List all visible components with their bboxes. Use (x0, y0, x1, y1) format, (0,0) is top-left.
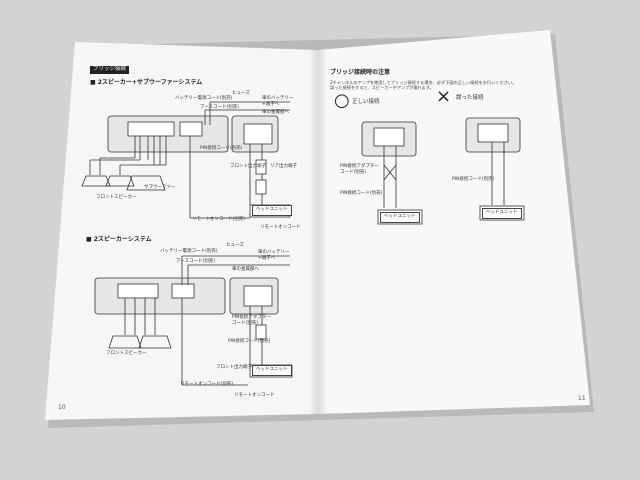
diagram-two-speaker (94, 255, 293, 386)
chassis-label-2: 車の金属部へ (232, 267, 259, 272)
remote-on-label-1: リモートオンコード(別売) (192, 217, 246, 222)
cord-sold-label-right: コード(別売) (340, 170, 367, 175)
front-out-label-1: フロント出力端子 (230, 164, 266, 169)
pin-cord-label-2: PIN接続コード(別売) (228, 339, 271, 344)
cord-sold-label-2: コード(別売) (232, 321, 259, 326)
rear-out-label: リア出力端子 (270, 164, 297, 169)
front-speaker-label-1: フロントスピーカー (96, 195, 137, 200)
front-speaker-label-2: フロントスピーカー (106, 351, 147, 356)
caution-note: 2チャンネルのアンプを使用してブリッジ接続する場合、必ず下図の正しい接続をお行い… (330, 80, 517, 91)
remote-label-1: リモートオンコード (260, 225, 301, 230)
wrong-label: 誤った接続 (456, 95, 484, 101)
battery-cord-label-2: バッテリー電源コード(別売) (160, 249, 218, 254)
battery-cord-label: バッテリー電源コード(別売) (175, 96, 233, 101)
front-out-label-2: フロント出力端子 (216, 365, 252, 370)
section1-title: ■ 2スピーカー+サブウーファーシステム (90, 79, 203, 86)
section2-title: ■ 2スピーカーシステム (86, 236, 152, 243)
plus-terminal-label: +端子へ (262, 102, 280, 107)
car-battery-label: 車のバッテリー (262, 96, 294, 101)
remote-on-label-2: リモートオンコード(別売) (180, 382, 234, 387)
pin-cord-label-1: PIN接続コード(別売) (200, 146, 243, 151)
head-unit-box-1: ヘッドユニット (252, 205, 292, 216)
correct-label: 正しい接続 (352, 99, 380, 105)
pin-adapter-label-2: PIN接続アダプター (232, 315, 271, 320)
correct-mark-icon: ○ (334, 90, 350, 111)
page-number-left: 10 (58, 404, 66, 411)
caution-title: ブリッジ接続時の注意 (330, 69, 391, 76)
chassis-label: 車の金属部へ (262, 110, 289, 115)
pin-cord-label-wrong: PIN接続コード(別売) (452, 177, 495, 182)
fuse-label-2: ヒューズ (226, 243, 244, 248)
plus-terminal-label-2: +端子へ (258, 256, 276, 261)
fuse-label: ヒューズ (232, 91, 250, 96)
head-unit-box-wrong: ヘッドユニット (482, 208, 522, 219)
pin-adapter-label-right: PIN接続アダプター (340, 164, 379, 169)
pin-cord-label-right: PIN接続コード(別売) (340, 191, 383, 196)
head-unit-box-2: ヘッドユニット (252, 365, 292, 376)
ground-cord-label: アースコード(別売) (200, 105, 240, 110)
car-battery-label-2: 車のバッテリー (258, 250, 290, 255)
subwoofer-label: サブウーファー (144, 185, 176, 190)
ground-cord-label-2: アースコード(別売) (176, 259, 216, 264)
page-number-right: 11 (578, 395, 586, 402)
remote-label-2: リモートオンコード (234, 393, 275, 398)
wrong-mark-icon: × (436, 86, 452, 107)
head-unit-box-right: ヘッドユニット (380, 212, 420, 223)
bridge-connection-tag: ブリッジ接続 (90, 66, 130, 74)
